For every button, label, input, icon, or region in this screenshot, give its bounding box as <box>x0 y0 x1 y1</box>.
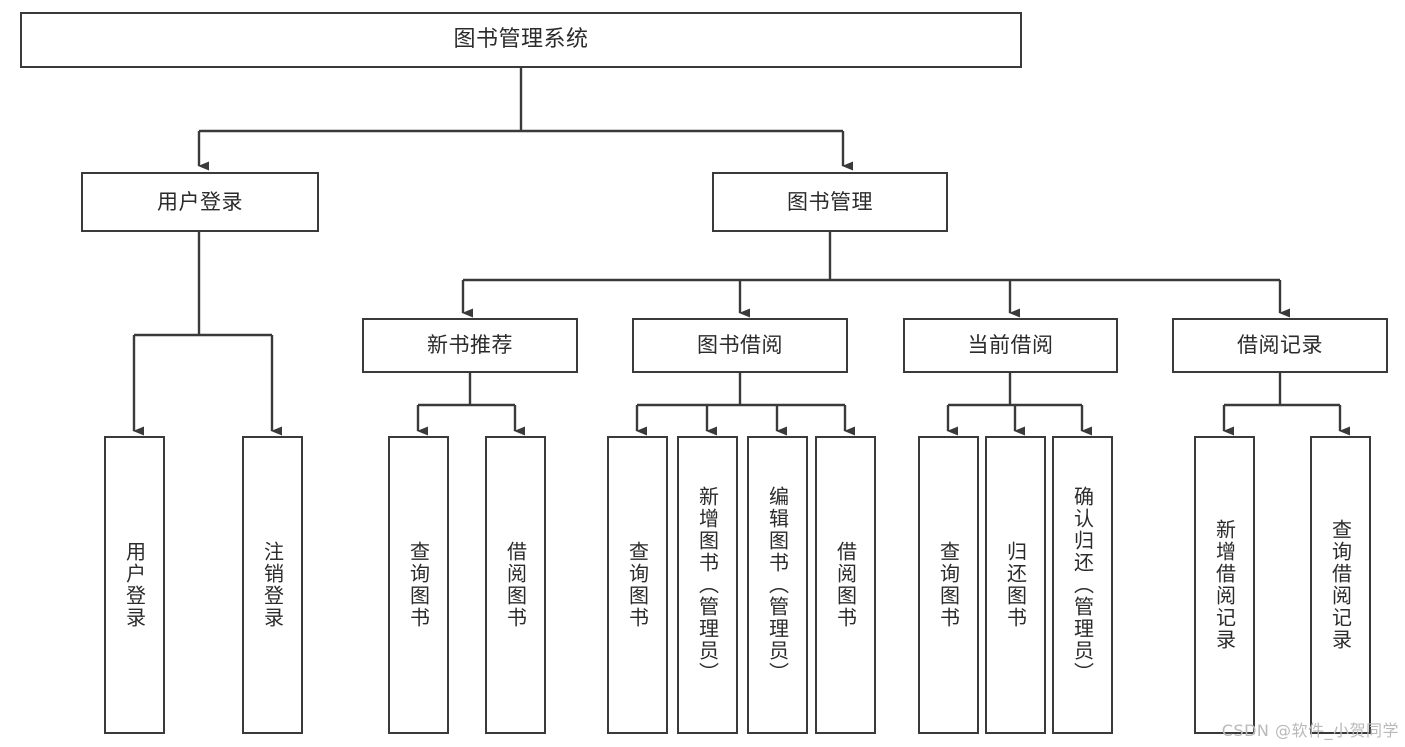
node-label: 注销登录 <box>260 541 285 629</box>
node-label: 借阅记录 <box>1237 333 1323 358</box>
leaf-confirm-return-admin[interactable]: 确认归还（管理员） <box>1052 436 1113 734</box>
watermark: CSDN @软件_小贺同学 <box>1221 721 1399 740</box>
node-book-borrow[interactable]: 图书借阅 <box>632 318 848 373</box>
node-label: 图书管理系统 <box>453 27 589 53</box>
node-label: 用户登录 <box>122 541 147 629</box>
leaf-user-login[interactable]: 用户登录 <box>104 436 165 734</box>
node-label: 新书推荐 <box>427 333 513 358</box>
leaf-return-book[interactable]: 归还图书 <box>985 436 1046 734</box>
node-borrow-record[interactable]: 借阅记录 <box>1172 318 1388 373</box>
node-label: 借阅图书 <box>503 541 528 629</box>
node-label: 当前借阅 <box>967 333 1054 358</box>
node-label: 图书借阅 <box>697 333 783 358</box>
node-label: 用户登录 <box>157 189 243 214</box>
leaf-query-borrow-record[interactable]: 查询借阅记录 <box>1310 436 1371 734</box>
node-label: 查询图书 <box>406 541 431 629</box>
leaf-add-book-admin[interactable]: 新增图书（管理员） <box>677 436 738 734</box>
leaf-query-book-recommend[interactable]: 查询图书 <box>388 436 449 734</box>
node-current-borrow[interactable]: 当前借阅 <box>903 318 1118 373</box>
leaf-add-borrow-record[interactable]: 新增借阅记录 <box>1194 436 1255 734</box>
leaf-edit-book-admin[interactable]: 编辑图书（管理员） <box>747 436 808 734</box>
leaf-borrow-book[interactable]: 借阅图书 <box>815 436 876 734</box>
leaf-query-book-borrow[interactable]: 查询图书 <box>607 436 668 734</box>
node-label: 借阅图书 <box>833 541 858 629</box>
node-label: 确认归还（管理员） <box>1070 486 1095 684</box>
leaf-query-book-current[interactable]: 查询图书 <box>918 436 979 734</box>
leaf-logout[interactable]: 注销登录 <box>242 436 303 734</box>
node-label: 编辑图书（管理员） <box>765 486 790 684</box>
node-label: 新增借阅记录 <box>1212 519 1237 651</box>
node-label: 新增图书（管理员） <box>695 486 720 684</box>
leaf-borrow-book-recommend[interactable]: 借阅图书 <box>485 436 546 734</box>
node-root-book-management-system[interactable]: 图书管理系统 <box>20 12 1022 68</box>
node-book-management[interactable]: 图书管理 <box>712 172 948 232</box>
node-label: 查询借阅记录 <box>1328 519 1353 651</box>
node-label: 查询图书 <box>936 541 961 629</box>
node-label: 归还图书 <box>1003 541 1028 629</box>
node-label: 查询图书 <box>625 541 650 629</box>
node-new-book-recommend[interactable]: 新书推荐 <box>362 318 578 373</box>
node-user-login[interactable]: 用户登录 <box>81 172 319 232</box>
node-label: 图书管理 <box>787 189 873 214</box>
